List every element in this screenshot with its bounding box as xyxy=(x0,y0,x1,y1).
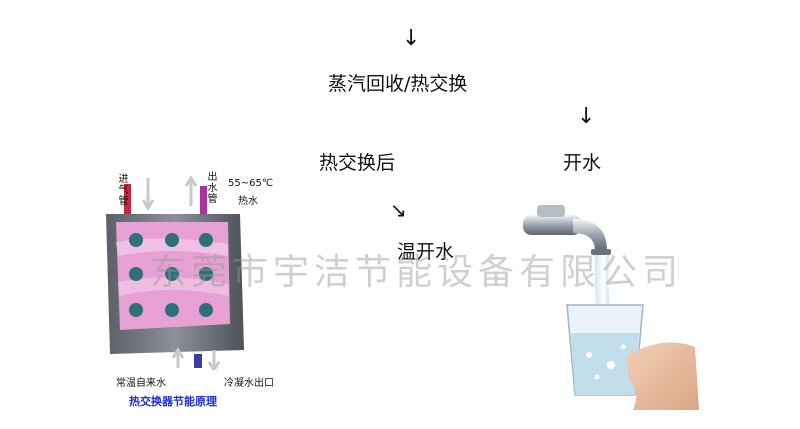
heat-exchanger-illustration xyxy=(106,175,244,370)
steam-inlet-pipe xyxy=(124,184,131,214)
diagram-caption: 热交换器节能原理 xyxy=(129,395,217,408)
temperature-label: 55~65℃ xyxy=(228,178,274,189)
hot-water-label: 热水 xyxy=(238,196,258,207)
down-arrow-top: ↓ xyxy=(402,26,421,51)
hand-icon xyxy=(627,342,699,410)
boiled-water-label: 开水 xyxy=(563,152,602,174)
condensate-outlet-label: 冷凝水出口 xyxy=(224,378,274,389)
faucet-glass-illustration xyxy=(523,205,699,410)
warm-water-label: 温开水 xyxy=(397,241,455,263)
tube-array xyxy=(129,233,213,317)
company-watermark: 东莞市宇洁节能设备有限公司 xyxy=(150,252,684,293)
diagonal-arrow: ↘ xyxy=(390,198,407,222)
water-out-arrow xyxy=(184,175,198,206)
steam-inlet-label: 进气管 xyxy=(118,174,129,207)
water-outlet-label: 出水管 xyxy=(207,172,218,205)
cold-water-in-arrow xyxy=(171,347,185,368)
down-arrow-right: ↓ xyxy=(577,104,596,129)
glass-icon xyxy=(566,304,644,396)
condensate-out-arrow xyxy=(207,350,221,370)
after-exchange-label: 热交换后 xyxy=(319,152,396,174)
condensate-pipe xyxy=(194,354,202,368)
steam-in-arrow xyxy=(141,178,155,211)
faucet-icon xyxy=(523,205,611,255)
normal-water-label: 常温自来水 xyxy=(116,378,166,389)
water-outlet-pipe xyxy=(200,186,207,214)
steam-recovery-label: 蒸汽回收/热交换 xyxy=(328,73,468,95)
